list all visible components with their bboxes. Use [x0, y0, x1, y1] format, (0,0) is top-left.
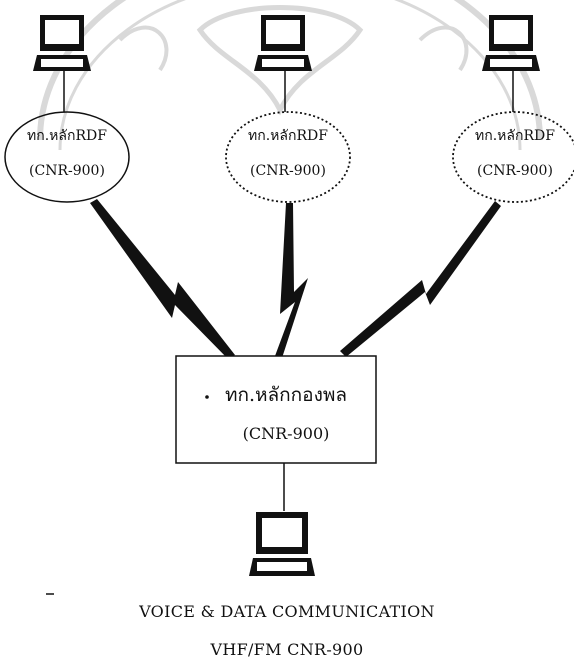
laptop-icon: [249, 512, 315, 576]
caption-subtitle: VHF/FM CNR-900: [210, 640, 364, 659]
station-label: ทก.หลักRDF (CNR-900): [226, 125, 350, 179]
station-model: (CNR-900): [29, 163, 105, 179]
station-name: ทก.หลักRDF: [27, 128, 107, 144]
radio-link-bolt-icon: [90, 199, 235, 359]
hub-node: [175, 355, 377, 464]
laptop-icon: [482, 15, 540, 71]
station-label: ทก.หลักRDF (CNR-900): [5, 125, 129, 179]
station-node: [225, 111, 351, 203]
caption-title: VOICE & DATA COMMUNICATION: [139, 602, 435, 621]
radio-link-bolt-icon: [275, 203, 308, 358]
hub-label: ทก.หลักกองพล (CNR-900): [196, 380, 376, 443]
station-label: ทก.หลักRDF (CNR-900): [453, 125, 574, 179]
station-node: [4, 111, 130, 203]
hub-name: ทก.หลักกองพล: [224, 384, 348, 406]
station-node: [452, 111, 574, 203]
station-model: (CNR-900): [477, 163, 553, 179]
laptop-icon: [33, 15, 91, 71]
station-model: (CNR-900): [250, 163, 326, 179]
laptop-icon: [254, 15, 312, 71]
hub-dot: [205, 395, 209, 399]
hub-model: (CNR-900): [242, 424, 330, 443]
radio-link-bolt-icon: [340, 201, 501, 357]
station-name: ทก.หลักRDF: [248, 128, 328, 144]
station-name: ทก.หลักRDF: [475, 128, 555, 144]
